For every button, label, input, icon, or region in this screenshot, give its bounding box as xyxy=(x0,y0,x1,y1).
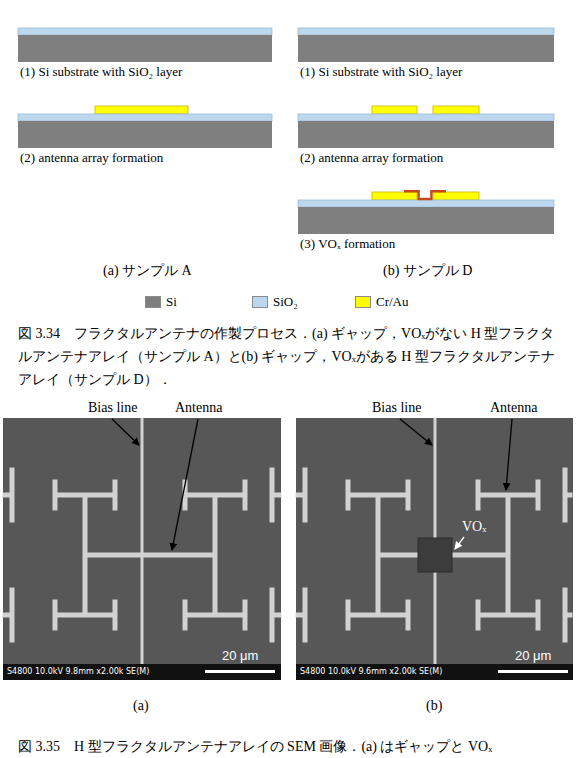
scale-label: 20 μm xyxy=(222,648,258,664)
step-label: (3) VOₓ formation xyxy=(300,236,395,252)
process-cross-section xyxy=(18,28,272,62)
process-cross-section xyxy=(298,28,554,62)
sem-info: S4800 10.0kV 9.6mm x2.00k SE(M) xyxy=(300,667,442,677)
callout-label: VOₓ xyxy=(462,519,486,535)
callout-label: Antenna xyxy=(490,400,537,416)
step-label: (1) Si substrate with SiO₂ layer xyxy=(300,64,462,80)
subfigure-label: (b) サンプル D xyxy=(383,262,472,279)
vox-patch xyxy=(418,538,452,572)
legend-text: SiO₂ xyxy=(273,294,298,310)
subfigure-label: (a) xyxy=(133,697,149,714)
figure-caption: 図 3.34 フラクタルアンテナの作製プロセス．(a) ギャップ，VOₓがない … xyxy=(18,322,563,391)
vox-layer xyxy=(404,191,446,199)
figure-caption: 図 3.35 H 型フラクタルアンテナアレイの SEM 画像．(a) はギャップ… xyxy=(18,735,563,758)
callout-label: Antenna xyxy=(175,400,222,416)
subfigure-label: (b) xyxy=(426,697,442,714)
legend-swatch xyxy=(355,296,371,308)
callout-label: Bias line xyxy=(372,400,421,416)
subfigure-label: (a) サンプル A xyxy=(103,262,192,279)
callout-label: Bias line xyxy=(88,400,137,416)
legend-swatch xyxy=(145,296,161,308)
leader-lines xyxy=(112,419,512,550)
step-label: (1) Si substrate with SiO₂ layer xyxy=(20,64,182,80)
scale-label: 20 μm xyxy=(515,648,551,664)
process-cross-section xyxy=(298,106,554,148)
step-label: (2) antenna array formation xyxy=(300,150,443,166)
sem-image xyxy=(3,418,281,680)
process-cross-section xyxy=(18,106,272,148)
legend-text: Si xyxy=(166,294,177,310)
process-cross-section xyxy=(298,191,554,234)
sem-info: S4800 10.0kV 9.8mm x2.00k SE(M) xyxy=(7,667,149,677)
step-label: (2) antenna array formation xyxy=(20,150,163,166)
legend-swatch xyxy=(252,296,268,308)
sem-image xyxy=(296,418,573,680)
legend-text: Cr/Au xyxy=(376,294,409,310)
